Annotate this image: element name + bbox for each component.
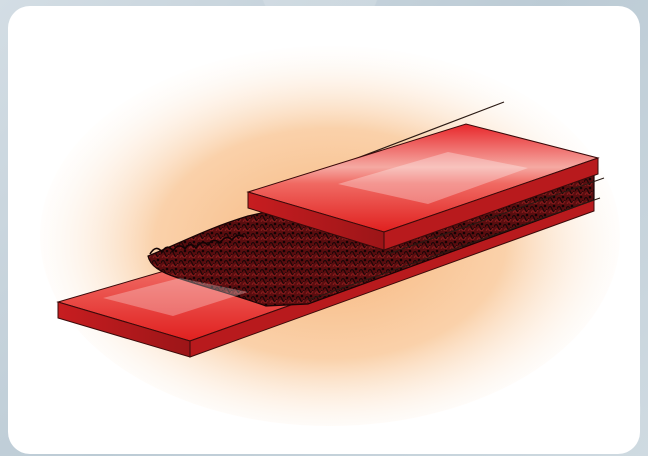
velcro-strips-icon — [8, 6, 640, 454]
illustration-card — [8, 6, 640, 454]
